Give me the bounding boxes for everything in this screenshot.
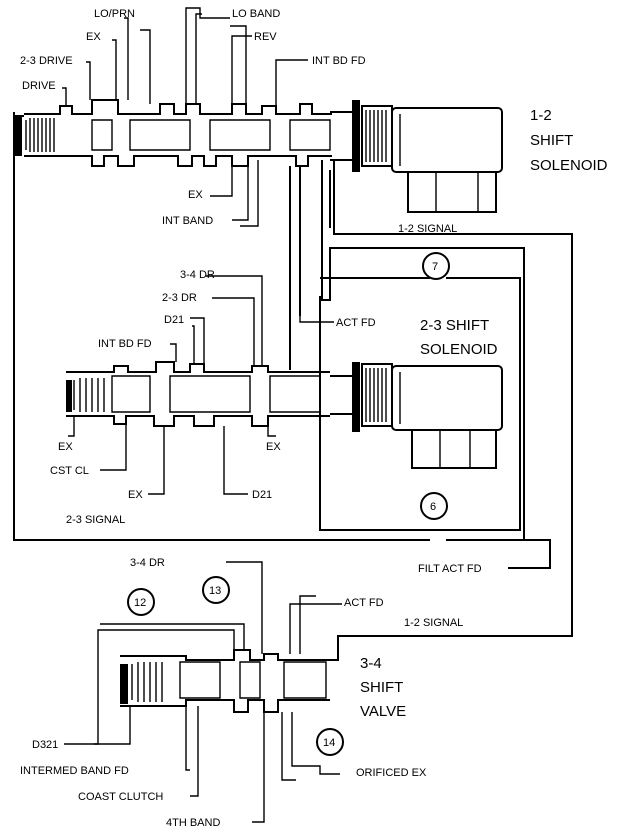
svg-text:12: 12	[134, 597, 146, 609]
solenoid-1-2-title-2: SHIFT	[530, 132, 573, 149]
solenoid-1-2-title-3: SOLENOID	[530, 157, 608, 174]
valve-2-3-body	[66, 361, 330, 427]
solenoid-1-2	[330, 100, 503, 213]
circle-14: 14	[316, 728, 344, 756]
intermed-band-fd-label: INTERMED BAND FD	[20, 765, 129, 777]
valve-1-2-top-ports	[62, 7, 308, 106]
rev-label: REV	[254, 31, 277, 43]
valve-2-3-top-ports	[170, 275, 334, 366]
int-band-label: INT BAND	[162, 215, 213, 227]
valve-3-4-ports	[64, 561, 342, 823]
int-bd-fd-label-2: INT BD FD	[98, 338, 152, 350]
dr-23-label: 2-3 DR	[162, 292, 197, 304]
ex-right-label: EX	[266, 441, 281, 453]
dr-34-label-1: 3-4 DR	[180, 269, 215, 281]
solenoid-2-3	[330, 362, 503, 469]
circle-6: 6	[420, 492, 448, 520]
valve-2-3-bottom-ports	[68, 416, 276, 495]
drive-label: DRIVE	[22, 80, 56, 92]
drive-23-label: 2-3 DRIVE	[20, 55, 73, 67]
ex-left-label: EX	[58, 441, 73, 453]
d21-bottom-label: D21	[252, 489, 272, 501]
svg-text:14: 14	[323, 737, 335, 749]
signal-2-3-label: 2-3 SIGNAL	[66, 514, 125, 526]
coast-clutch-label: COAST CLUTCH	[78, 791, 163, 803]
cst-cl-label: CST CL	[50, 465, 89, 477]
band-4th-label: 4TH BAND	[166, 817, 220, 829]
filt-act-fd-label: FILT ACT FD	[418, 563, 482, 575]
signal-1-2-label: 1-2 SIGNAL	[398, 223, 457, 235]
lo-band-label: LO BAND	[232, 8, 280, 20]
int-bd-fd-label-1: INT BD FD	[312, 55, 366, 67]
d321-label: D321	[32, 739, 58, 751]
valve-3-4-title-1: 3-4	[360, 655, 382, 672]
valve-3-4-title-3: VALVE	[360, 703, 406, 720]
svg-text:6: 6	[430, 501, 436, 513]
valve-3-4-body	[120, 649, 330, 713]
valve-1-2-bottom-ports	[210, 160, 259, 227]
solenoid-1-2-title-1: 1-2	[530, 107, 552, 124]
act-fd-label-1: ACT FD	[336, 317, 376, 329]
solenoid-2-3-title-1: 2-3 SHIFT	[420, 317, 489, 334]
svg-text:13: 13	[209, 585, 221, 597]
d21-top-label: D21	[164, 314, 184, 326]
svg-text:7: 7	[432, 261, 438, 273]
circle-12: 12	[127, 588, 155, 616]
signal-1-2-line	[322, 160, 573, 661]
filt-act-fd-line	[508, 539, 551, 569]
ex-top-label: EX	[86, 31, 101, 43]
circle-13: 13	[202, 576, 230, 604]
ex-bottom-label: EX	[188, 189, 203, 201]
solenoid-2-3-title-2: SOLENOID	[420, 341, 498, 358]
orificed-ex-label: ORIFICED EX	[356, 767, 427, 779]
dr-34-label-2: 3-4 DR	[130, 557, 165, 569]
act-fd-label-2: ACT FD	[344, 597, 384, 609]
valve-1-2-body	[13, 99, 332, 167]
lo-prn-label: LO/PRN	[94, 8, 135, 20]
ex-bottom-label-2: EX	[128, 489, 143, 501]
valve-3-4-title-2: SHIFT	[360, 679, 403, 696]
circle-7: 7	[422, 252, 450, 280]
signal-1-2-label-2: 1-2 SIGNAL	[404, 617, 463, 629]
